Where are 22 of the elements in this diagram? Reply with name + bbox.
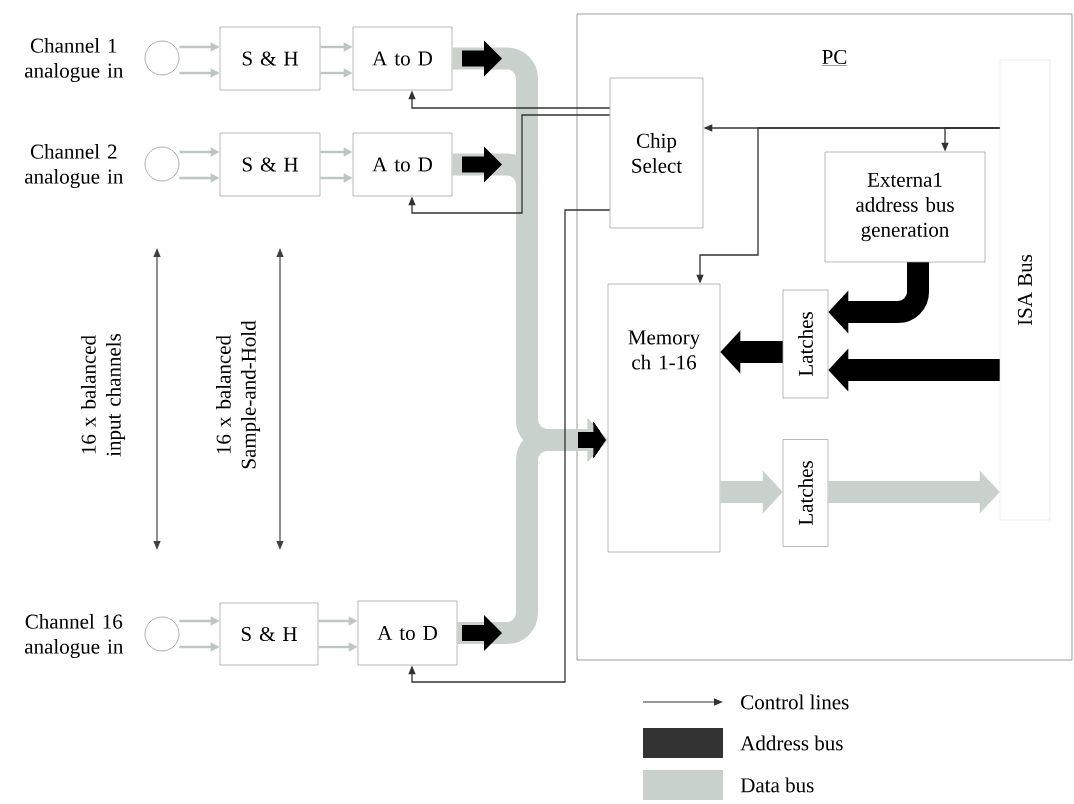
bus-band: ISA Bus [999,59,1051,521]
process-box: A to D [352,26,453,91]
process-box: A to D [352,132,453,197]
arrow [408,114,611,214]
channel-label: Channel 16 analogue in [24,613,124,659]
rotated-label: 16 x balanced Sample-and-Hold [216,320,260,469]
process-box: Latches [782,289,829,399]
process-box: S & H [219,26,321,91]
arrow [408,209,611,683]
process-box: A to D [357,600,458,666]
process-box: Externa1 address bus generation [824,151,986,263]
legend-text: Data bus [740,777,814,793]
process-box: S & H [219,602,319,666]
rotated-label: 16 x balanced input channels [81,333,125,457]
legend-text: Control lines [741,694,849,710]
memory-box: Memory ch 1-16 [607,283,721,553]
process-box: S & H [219,132,321,197]
channel-label: Channel 1 analogue in [24,37,124,83]
process-box: Chip Select [609,77,704,229]
process-box: Latches [782,439,829,547]
legend-text: Address bus [740,735,843,751]
channel-label: Channel 2 analogue in [24,143,124,189]
